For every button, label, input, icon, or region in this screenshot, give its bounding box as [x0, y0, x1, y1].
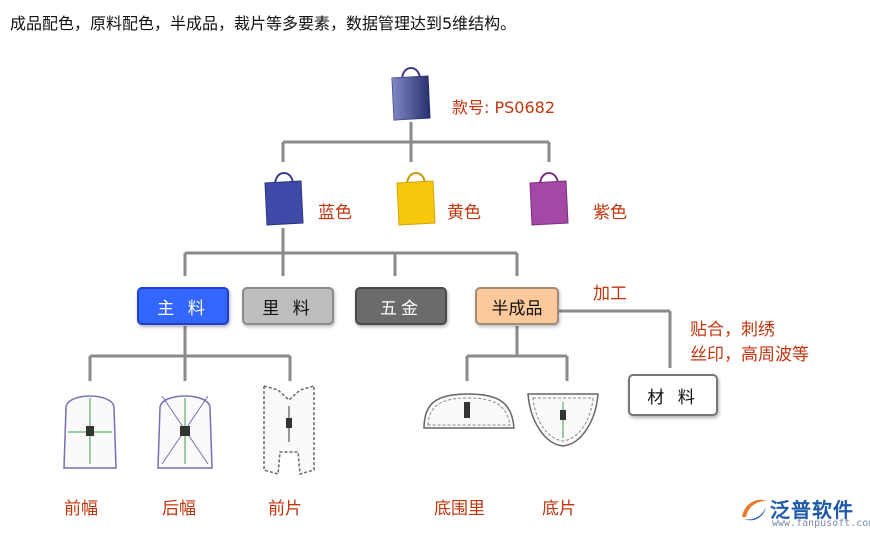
material-node: 材 料 — [628, 374, 718, 416]
semi-finished-node: 半成品 — [475, 287, 559, 325]
piece-bottom-lining-label: 底围里 — [434, 499, 485, 519]
process-note-1: 贴合，刺绣 — [690, 320, 775, 340]
bottom-piece-pattern-icon — [527, 393, 599, 447]
front-panel-pattern-icon — [63, 395, 117, 469]
color-purple-label: 紫色 — [593, 203, 627, 223]
hardware-node: 五金 — [355, 287, 447, 325]
piece-front-panel-label: 前幅 — [64, 499, 98, 519]
purple-bag-icon — [529, 172, 569, 226]
lining-node: 里 料 — [242, 287, 334, 325]
brand-name: 泛普软件 — [770, 498, 854, 522]
headline: 成品配色，原料配色，半成品，裁片等多要素，数据管理达到5维结构。 — [10, 14, 517, 33]
color-yellow-label: 黄色 — [447, 203, 481, 223]
style-code: 款号: PS0682 — [452, 98, 556, 117]
bottom-lining-pattern-icon — [423, 393, 515, 429]
main-material-node: 主 料 — [137, 287, 229, 325]
back-panel-pattern-icon — [157, 395, 213, 469]
color-blue-label: 蓝色 — [318, 203, 352, 223]
blue-bag-icon — [264, 172, 304, 226]
process-label: 加工 — [593, 284, 627, 304]
piece-back-panel-label: 后幅 — [162, 499, 196, 519]
process-note-2: 丝印，高周波等 — [690, 345, 809, 365]
yellow-bag-icon — [396, 172, 436, 226]
brand-mark-icon — [742, 499, 766, 520]
piece-bottom-piece-label: 底片 — [542, 499, 576, 519]
style-bag-icon — [391, 67, 431, 121]
brand-logo: 泛普软件 — [738, 494, 854, 523]
front-piece-pattern-icon — [263, 385, 315, 475]
process-notes: 贴合，刺绣 丝印，高周波等 — [690, 318, 809, 368]
piece-front-piece-label: 前片 — [268, 499, 302, 519]
brand-url: www.fanpusoft.com — [772, 518, 870, 529]
